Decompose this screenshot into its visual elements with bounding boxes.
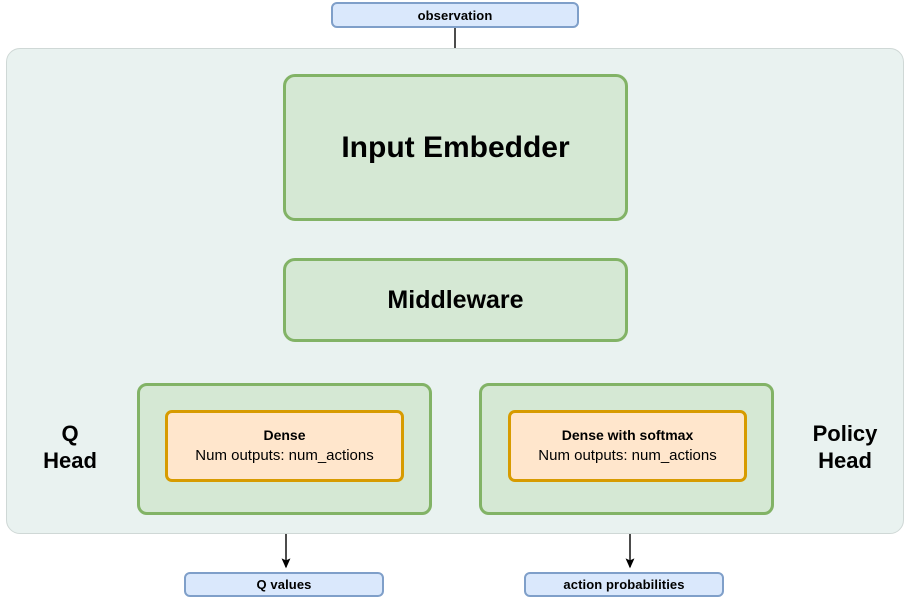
block-input-embedder-label: Input Embedder <box>341 130 570 164</box>
q-dense-title: Dense <box>263 427 306 443</box>
io-box-observation[interactable]: observation <box>331 2 579 28</box>
head-label-policy: Policy Head <box>790 420 900 474</box>
block-input-embedder[interactable]: Input Embedder <box>283 74 628 221</box>
block-middleware-label: Middleware <box>387 285 524 314</box>
head-label-q-line1: Q <box>61 421 79 446</box>
head-label-q-line2: Head <box>43 448 97 473</box>
policy-dense-box[interactable]: Dense with softmax Num outputs: num_acti… <box>508 410 747 482</box>
io-box-q-values-label: Q values <box>256 577 312 592</box>
q-dense-subtitle: Num outputs: num_actions <box>195 447 374 464</box>
io-box-action-probabilities-label: action probabilities <box>563 577 685 592</box>
io-box-action-probabilities[interactable]: action probabilities <box>524 572 724 597</box>
block-middleware[interactable]: Middleware <box>283 258 628 342</box>
head-label-q: Q Head <box>20 420 120 474</box>
head-label-policy-line1: Policy <box>812 421 878 446</box>
policy-dense-subtitle: Num outputs: num_actions <box>538 447 717 464</box>
io-box-q-values[interactable]: Q values <box>184 572 384 597</box>
policy-dense-title: Dense with softmax <box>561 427 694 443</box>
q-dense-box[interactable]: Dense Num outputs: num_actions <box>165 410 404 482</box>
io-box-observation-label: observation <box>417 7 493 23</box>
head-label-policy-line2: Head <box>818 448 872 473</box>
